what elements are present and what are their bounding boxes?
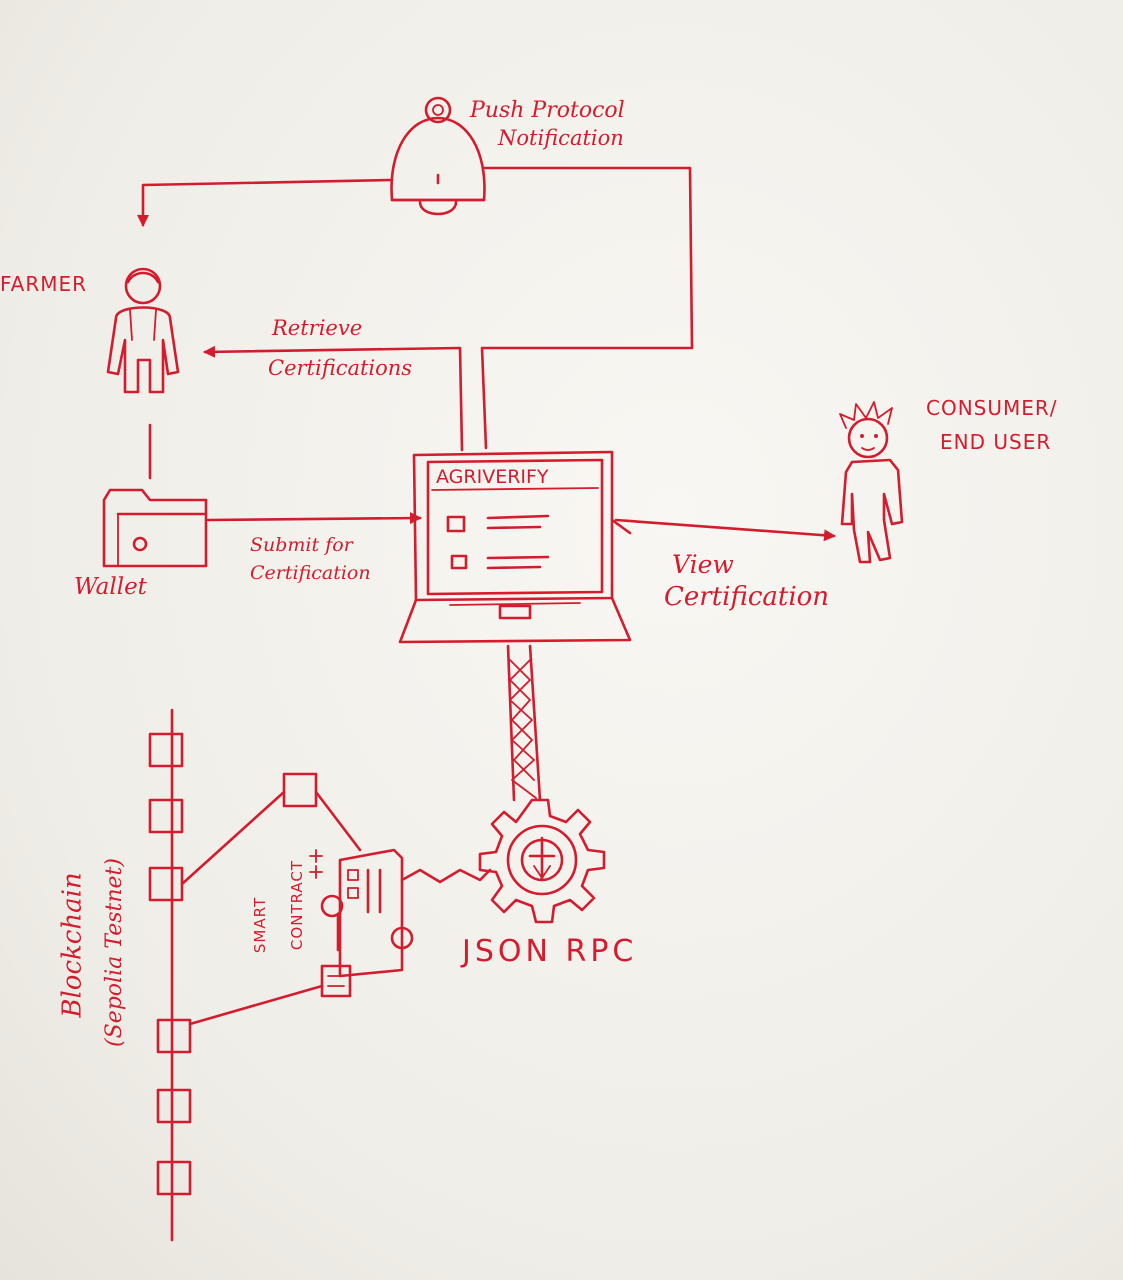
view-label-line2: Certification xyxy=(664,582,830,612)
contract-to-rpc-connector xyxy=(400,868,492,884)
push-label-line2: Notification xyxy=(498,126,624,150)
contract-document-icon xyxy=(309,848,414,998)
json-rpc-label: JSON RPC xyxy=(462,934,638,969)
wallet-label: Wallet xyxy=(74,574,147,600)
push-label-line1: Push Protocol xyxy=(470,98,625,123)
smart-contract-label-line2: CONTRACT xyxy=(288,859,307,951)
retrieve-connector xyxy=(203,345,464,452)
laptop-icon xyxy=(398,450,632,644)
notification-to-farmer-connector xyxy=(137,178,394,227)
submit-label-line2: Certification xyxy=(250,562,371,584)
view-connector xyxy=(610,518,836,542)
consumer-label-line1: CONSUMER/ xyxy=(926,396,1058,420)
retrieve-label-line1: Retrieve xyxy=(272,316,363,340)
consumer-label-line2: END USER xyxy=(940,430,1052,454)
block-chain-icon xyxy=(148,708,362,1242)
farmer-label: FARMER xyxy=(0,272,88,296)
submit-connector xyxy=(206,512,422,525)
laptop-to-notification-connector xyxy=(480,166,694,450)
laptop-to-rpc-connector xyxy=(506,644,542,802)
view-label-line1: View xyxy=(672,550,734,579)
blockchain-label-line2: (Sepolia Testnet) xyxy=(101,858,127,1047)
wallet-folder-icon xyxy=(102,488,208,568)
submit-label-line1: Submit for xyxy=(250,534,353,556)
gear-icon xyxy=(478,798,606,924)
smart-contract-label-line1: SMART xyxy=(251,896,270,954)
farmer-icon xyxy=(106,267,180,394)
consumer-icon xyxy=(839,401,904,564)
app-name-label: AGRIVERIFY xyxy=(436,466,549,488)
retrieve-label-line2: Certifications xyxy=(268,356,413,380)
blockchain-label-line1: Blockchain xyxy=(57,872,88,1018)
bell-icon xyxy=(390,96,486,216)
